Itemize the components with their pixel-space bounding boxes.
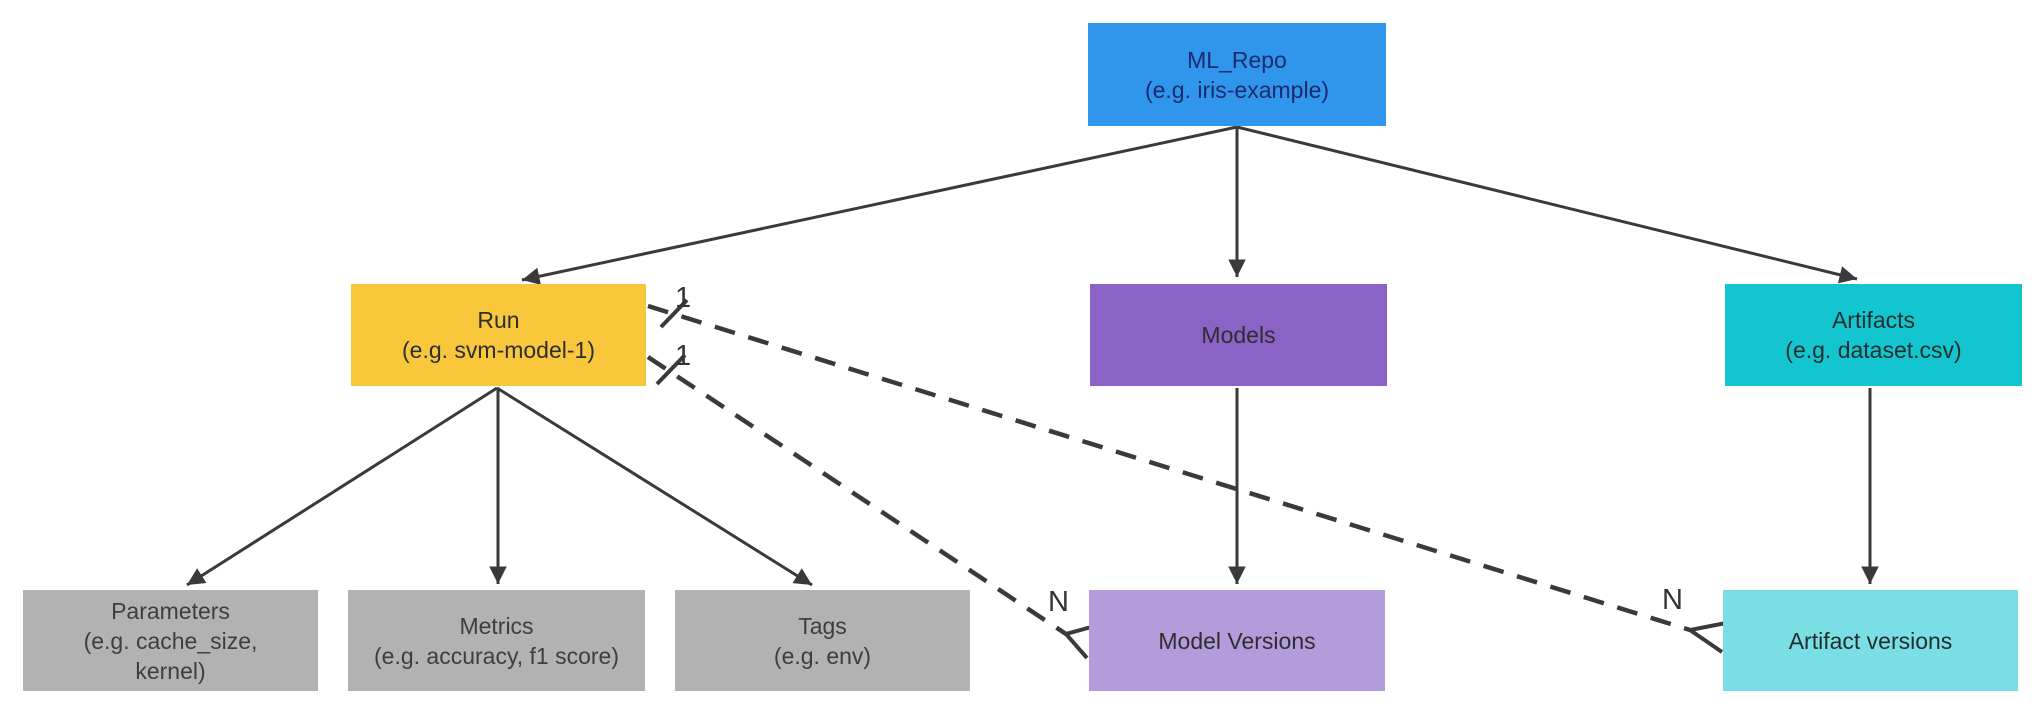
cardinality-label-n-artifact-versions: N — [1662, 584, 1683, 616]
node-model-versions: Model Versions — [1089, 590, 1385, 691]
node-run-example: (e.g. svm-model-1) — [402, 337, 595, 363]
cardinality-one-tick-model-versions — [655, 353, 687, 386]
cardinality-label-one-artifact-versions: 1 — [675, 282, 691, 314]
node-tags: Tags (e.g. env) — [675, 590, 970, 691]
node-metrics-example: (e.g. accuracy, f1 score) — [374, 642, 619, 669]
edge-run-to-model-versions — [646, 355, 1068, 636]
node-parameters: Parameters (e.g. cache_size, kernel) — [23, 590, 318, 691]
node-ml-repo-title: ML_Repo — [1187, 46, 1287, 73]
node-parameters-example-line2: kernel) — [135, 657, 206, 684]
node-artifact-versions-title: Artifact versions — [1788, 627, 1953, 654]
node-artifacts-title: Artifacts — [1831, 307, 1916, 333]
node-artifacts-example: (e.g. dataset.csv) — [1785, 337, 1962, 363]
edge-mlrepo-to-run — [521, 125, 1238, 285]
crowfoot-artifact-versions — [1684, 621, 1727, 654]
node-parameters-title: Parameters — [111, 597, 230, 624]
node-artifacts: Artifacts (e.g. dataset.csv) — [1725, 284, 2022, 386]
cardinality-label-one-model-versions: 1 — [675, 340, 691, 372]
node-models: Models — [1090, 284, 1387, 386]
node-models-title: Models — [1201, 322, 1276, 348]
edge-run-to-parameters — [186, 386, 498, 587]
crowfoot-model-versions — [1062, 624, 1096, 660]
node-ml-repo: ML_Repo (e.g. iris-example) — [1088, 23, 1386, 126]
node-artifact-versions: Artifact versions — [1723, 590, 2018, 691]
edge-run-to-artifact-versions — [647, 303, 1691, 633]
edge-run-to-tags — [496, 386, 813, 587]
node-ml-repo-example: (e.g. iris-example) — [1144, 76, 1330, 103]
node-parameters-example-line1: (e.g. cache_size, — [83, 627, 258, 654]
node-model-versions-title: Model Versions — [1158, 627, 1316, 654]
node-metrics-title: Metrics — [459, 612, 534, 639]
node-run: Run (e.g. svm-model-1) — [351, 284, 646, 386]
edge-mlrepo-to-artifacts — [1236, 125, 1858, 284]
cardinality-label-n-model-versions: N — [1048, 586, 1069, 618]
node-tags-title: Tags — [798, 612, 847, 639]
node-tags-example: (e.g. env) — [773, 642, 872, 669]
node-metrics: Metrics (e.g. accuracy, f1 score) — [348, 590, 645, 691]
cardinality-one-tick-artifact-versions — [659, 298, 689, 329]
node-run-title: Run — [477, 307, 520, 333]
